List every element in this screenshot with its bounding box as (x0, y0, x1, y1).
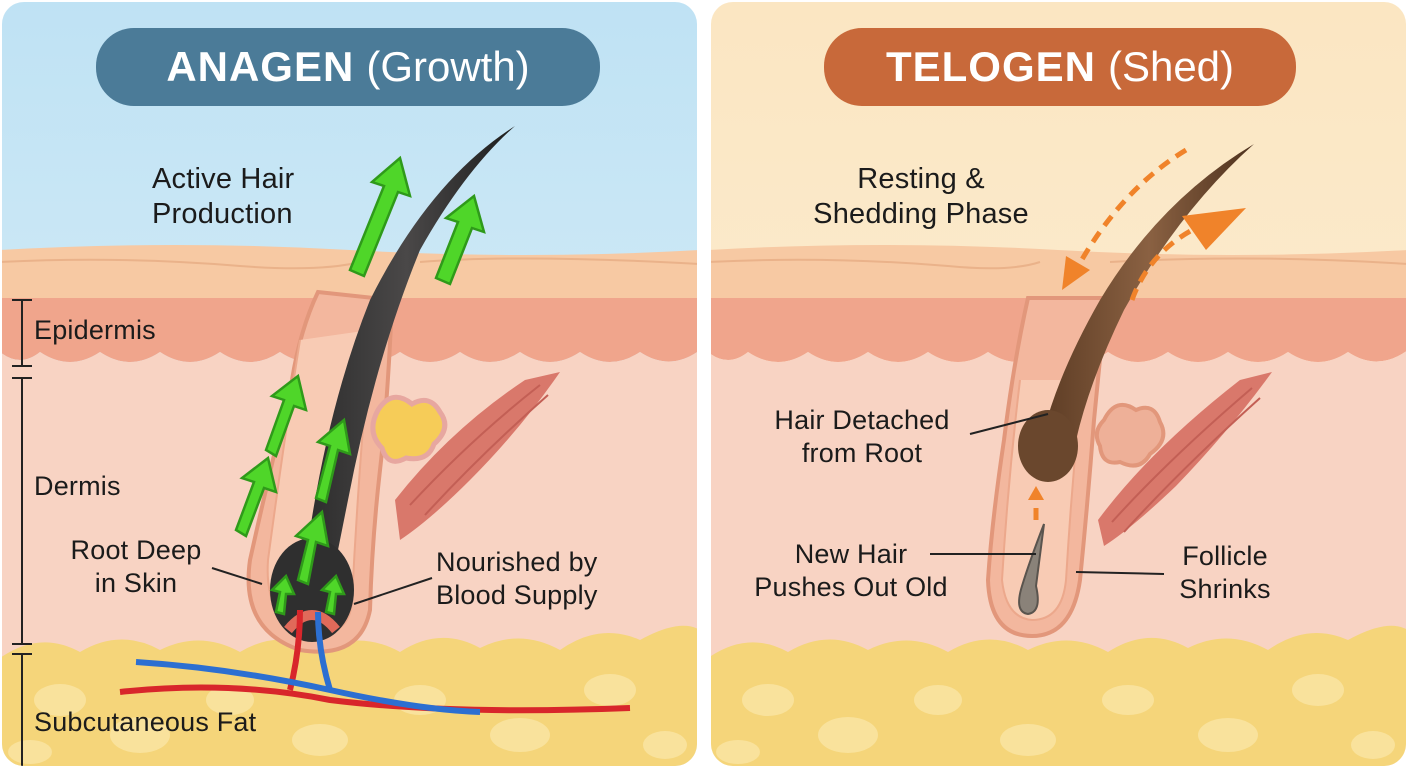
follicle-shrinks-line-1: Follicle (1182, 541, 1268, 571)
new-hair-line-2: Pushes Out Old (754, 572, 948, 602)
new-hair-line-1: New Hair (794, 539, 908, 569)
blood-supply-line-1: Nourished by (436, 547, 598, 577)
new-hair-label: New Hair Pushes Out Old (742, 538, 960, 604)
telogen-caption: Resting & Shedding Phase (790, 162, 1052, 232)
hair-detached-line-2: from Root (801, 438, 923, 468)
anagen-caption-line-2: Production (152, 198, 293, 230)
blood-supply-label: Nourished by Blood Supply (436, 546, 598, 612)
root-deep-label: Root Deep in Skin (58, 534, 214, 600)
hair-detached-label: Hair Detached from Root (760, 404, 964, 470)
telogen-panel (711, 2, 1406, 766)
anagen-title-pill: ANAGEN (Growth) (96, 28, 600, 106)
blood-supply-line-2: Blood Supply (436, 580, 598, 610)
telogen-caption-line-1: Resting & (857, 163, 985, 195)
anagen-title-sub: (Growth) (366, 43, 530, 90)
follicle-shrinks-line-2: Shrinks (1179, 574, 1271, 604)
subcutaneous-fat-label: Subcutaneous Fat (34, 707, 257, 737)
root-deep-line-2: in Skin (94, 568, 178, 598)
follicle-shrinks-label: Follicle Shrinks (1166, 540, 1284, 606)
anagen-caption: Active Hair Production (152, 162, 294, 232)
telogen-title-sub: (Shed) (1107, 43, 1235, 90)
telogen-title-pill: TELOGEN (Shed) (824, 28, 1296, 106)
root-deep-line-1: Root Deep (70, 535, 202, 565)
telogen-caption-line-2: Shedding Phase (813, 198, 1029, 230)
anagen-caption-line-1: Active Hair (152, 163, 295, 195)
telogen-title-bold: TELOGEN (885, 43, 1096, 90)
anagen-panel (2, 2, 697, 766)
epidermis-label: Epidermis (34, 315, 156, 345)
dermis-label: Dermis (34, 471, 121, 501)
anagen-title-bold: ANAGEN (166, 43, 355, 90)
hair-detached-line-1: Hair Detached (774, 405, 950, 435)
